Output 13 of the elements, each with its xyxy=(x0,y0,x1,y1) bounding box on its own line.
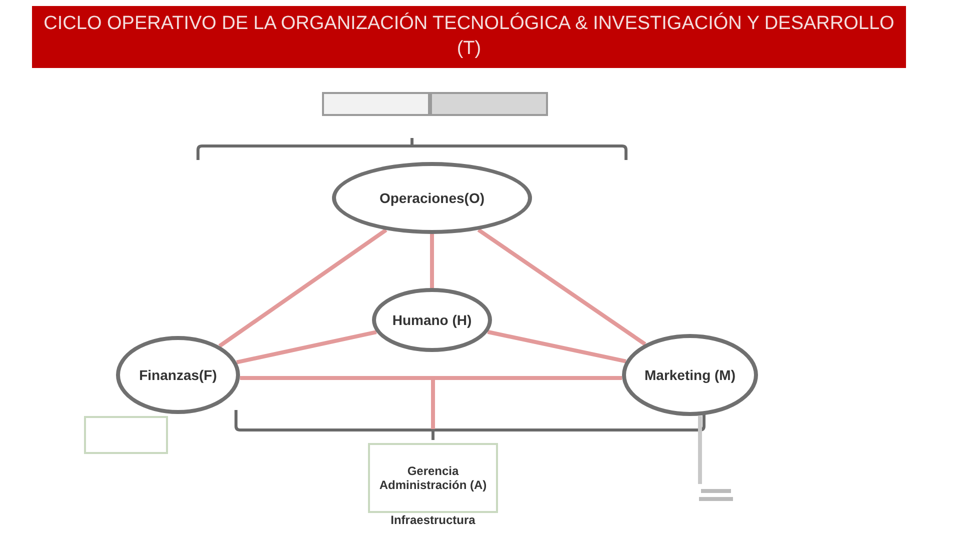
connector-line xyxy=(698,416,702,484)
empty-box xyxy=(84,416,168,454)
node-label: Humano (H) xyxy=(392,312,472,328)
connector-line xyxy=(240,376,622,380)
title-banner: CICLO OPERATIVO DE LA ORGANIZACIÓN TECNOLÓGICA & INVESTIGACIÓN Y DESARROLLO (T) xyxy=(32,6,906,68)
node-label: Finanzas(F) xyxy=(139,367,217,383)
node-label: Marketing (M) xyxy=(644,367,736,383)
node-label: Operaciones(O) xyxy=(379,190,485,206)
connector-line xyxy=(236,330,377,364)
node-caption: Infraestructura xyxy=(390,513,476,527)
connector-line xyxy=(430,234,434,288)
connector-line xyxy=(487,330,626,364)
node-label: Gerencia Administración (A) xyxy=(378,464,488,492)
